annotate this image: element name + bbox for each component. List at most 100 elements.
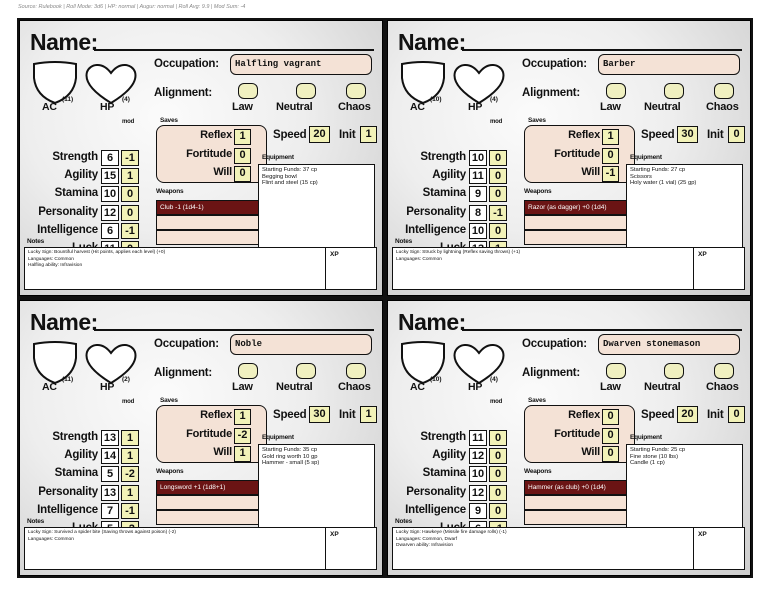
alignment-chaos-checkbox[interactable]	[714, 363, 734, 379]
attribute-score-intelligence[interactable]: 9	[469, 503, 487, 519]
alignment-law-checkbox[interactable]	[606, 83, 626, 99]
occupation-field[interactable]: Dwarven stonemason	[598, 334, 740, 355]
weapon-row-empty[interactable]	[156, 495, 259, 510]
speed-value[interactable]: 20	[309, 126, 330, 143]
weapon-row-empty[interactable]	[156, 230, 259, 245]
alignment-chaos-checkbox[interactable]	[346, 83, 366, 99]
save-value-reflex[interactable]: 1	[234, 129, 251, 145]
attribute-score-strength[interactable]: 6	[101, 150, 119, 166]
occupation-field[interactable]: Barber	[598, 54, 740, 75]
alignment-chaos-checkbox[interactable]	[346, 363, 366, 379]
attribute-score-agility[interactable]: 15	[101, 168, 119, 184]
alignment-neutral-checkbox[interactable]	[296, 83, 316, 99]
attribute-mod-strength[interactable]: 0	[489, 150, 507, 166]
attribute-score-strength[interactable]: 10	[469, 150, 487, 166]
weapon-row-empty[interactable]	[524, 495, 627, 510]
notes-field[interactable]: Lucky Sign: Bountiful harvest (Hit point…	[24, 247, 326, 290]
weapon-row[interactable]: Longsword +1 (1d8+1)	[156, 480, 259, 495]
init-value[interactable]: 0	[728, 406, 745, 423]
attribute-mod-personality[interactable]: -1	[489, 205, 507, 221]
attribute-score-agility[interactable]: 11	[469, 168, 487, 184]
notes-field[interactable]: Lucky Sign: Hawkeye (Missile fire damage…	[392, 527, 694, 570]
attribute-mod-agility[interactable]: 1	[121, 448, 139, 464]
attribute-mod-stamina[interactable]: -2	[121, 466, 139, 482]
init-value[interactable]: 1	[360, 126, 377, 143]
attribute-score-agility[interactable]: 14	[101, 448, 119, 464]
weapon-row-empty[interactable]	[524, 510, 627, 525]
attribute-score-stamina[interactable]: 5	[101, 466, 119, 482]
attribute-score-personality[interactable]: 12	[469, 485, 487, 501]
attribute-mod-strength[interactable]: -1	[121, 150, 139, 166]
alignment-neutral-checkbox[interactable]	[296, 363, 316, 379]
speed-value[interactable]: 30	[677, 126, 698, 143]
attribute-score-strength[interactable]: 13	[101, 430, 119, 446]
attribute-score-strength[interactable]: 11	[469, 430, 487, 446]
save-value-will[interactable]: -1	[602, 166, 619, 182]
attribute-mod-intelligence[interactable]: -1	[121, 503, 139, 519]
xp-field[interactable]: XP	[693, 527, 745, 570]
attribute-mod-stamina[interactable]: 0	[121, 186, 139, 202]
attribute-score-agility[interactable]: 12	[469, 448, 487, 464]
attribute-score-intelligence[interactable]: 10	[469, 223, 487, 239]
name-line[interactable]	[94, 329, 374, 331]
attribute-mod-intelligence[interactable]: 0	[489, 223, 507, 239]
attribute-mod-stamina[interactable]: 0	[489, 186, 507, 202]
xp-field[interactable]: XP	[693, 247, 745, 290]
attribute-mod-agility[interactable]: 1	[121, 168, 139, 184]
speed-value[interactable]: 30	[309, 406, 330, 423]
alignment-law-checkbox[interactable]	[238, 363, 258, 379]
attribute-score-stamina[interactable]: 10	[101, 186, 119, 202]
save-value-will[interactable]: 1	[234, 446, 251, 462]
name-line[interactable]	[94, 49, 374, 51]
attribute-mod-personality[interactable]: 0	[489, 485, 507, 501]
attribute-score-intelligence[interactable]: 6	[101, 223, 119, 239]
attribute-mod-agility[interactable]: 0	[489, 448, 507, 464]
alignment-chaos-checkbox[interactable]	[714, 83, 734, 99]
weapon-row-empty[interactable]	[156, 215, 259, 230]
init-value[interactable]: 0	[728, 126, 745, 143]
save-value-fortitude[interactable]: -2	[234, 428, 251, 444]
save-value-will[interactable]: 0	[234, 166, 251, 182]
attribute-score-personality[interactable]: 8	[469, 205, 487, 221]
save-value-reflex[interactable]: 0	[602, 409, 619, 425]
notes-field[interactable]: Lucky Sign: Struck by lightning (Reflex …	[392, 247, 694, 290]
weapon-row[interactable]: Club -1 (1d4-1)	[156, 200, 259, 215]
attribute-mod-agility[interactable]: 0	[489, 168, 507, 184]
name-line[interactable]	[462, 49, 742, 51]
save-value-fortitude[interactable]: 0	[602, 428, 619, 444]
alignment-neutral-checkbox[interactable]	[664, 363, 684, 379]
save-value-fortitude[interactable]: 0	[234, 148, 251, 164]
notes-field[interactable]: Lucky Sign: Survived a spider bite (Savi…	[24, 527, 326, 570]
save-value-will[interactable]: 0	[602, 446, 619, 462]
attribute-score-personality[interactable]: 12	[101, 205, 119, 221]
weapon-row-empty[interactable]	[524, 230, 627, 245]
speed-value[interactable]: 20	[677, 406, 698, 423]
xp-field[interactable]: XP	[325, 527, 377, 570]
alignment-law-checkbox[interactable]	[606, 363, 626, 379]
attribute-mod-personality[interactable]: 0	[121, 205, 139, 221]
alignment-law-checkbox[interactable]	[238, 83, 258, 99]
xp-field[interactable]: XP	[325, 247, 377, 290]
weapon-row-empty[interactable]	[524, 215, 627, 230]
occupation-field[interactable]: Halfling vagrant	[230, 54, 372, 75]
weapon-row[interactable]: Razor (as dagger) +0 (1d4)	[524, 200, 627, 215]
attribute-mod-intelligence[interactable]: 0	[489, 503, 507, 519]
attribute-mod-stamina[interactable]: 0	[489, 466, 507, 482]
init-value[interactable]: 1	[360, 406, 377, 423]
save-value-reflex[interactable]: 1	[602, 129, 619, 145]
save-value-fortitude[interactable]: 0	[602, 148, 619, 164]
attribute-mod-strength[interactable]: 1	[121, 430, 139, 446]
attribute-score-stamina[interactable]: 9	[469, 186, 487, 202]
weapon-row[interactable]: Hammer (as club) +0 (1d4)	[524, 480, 627, 495]
save-value-reflex[interactable]: 1	[234, 409, 251, 425]
attribute-mod-strength[interactable]: 0	[489, 430, 507, 446]
weapon-row-empty[interactable]	[156, 510, 259, 525]
alignment-neutral-checkbox[interactable]	[664, 83, 684, 99]
attribute-mod-intelligence[interactable]: -1	[121, 223, 139, 239]
attribute-mod-personality[interactable]: 1	[121, 485, 139, 501]
name-line[interactable]	[462, 329, 742, 331]
